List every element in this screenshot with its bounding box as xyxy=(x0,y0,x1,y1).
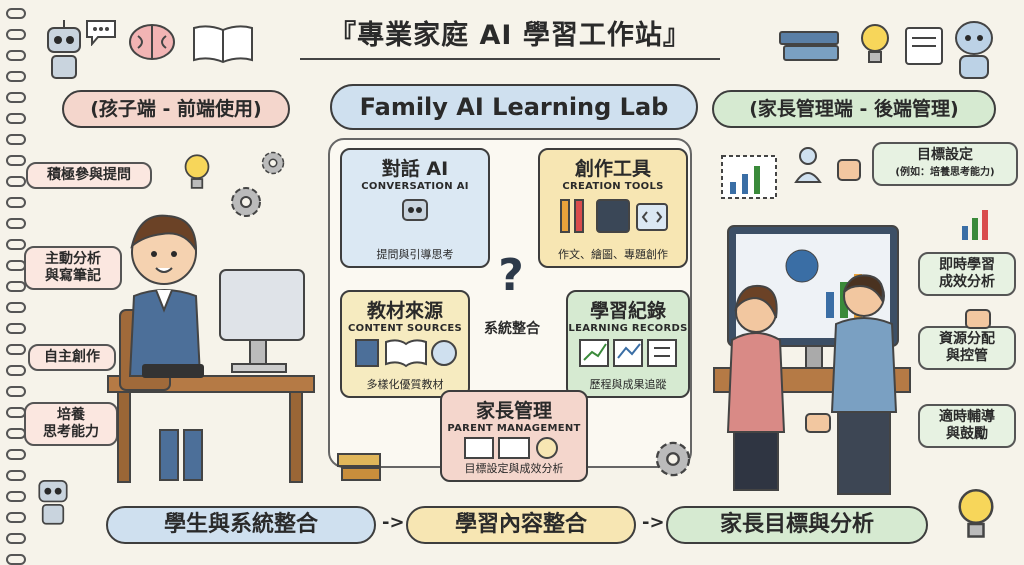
card-creation-tools: 創作工具 CREATION TOOLS 作文、繪圖、專題創作 xyxy=(538,148,688,268)
robot-icon xyxy=(955,21,993,79)
card-description: 歷程與成果追蹤 xyxy=(589,378,667,391)
card-description: 提問與引導思考 xyxy=(376,248,454,261)
card-subtitle: CREATION TOOLS xyxy=(562,181,664,192)
card-subtitle: PARENT MANAGEMENT xyxy=(447,423,581,434)
books-icon xyxy=(337,453,381,481)
thumbs-up-icon xyxy=(805,413,831,433)
speech-bubble-icon xyxy=(86,20,116,46)
card-title: 對話 AI xyxy=(381,158,449,180)
growth-chart-icon xyxy=(721,155,777,199)
card-description: 目標設定與成效分析 xyxy=(464,462,564,475)
card-title: 創作工具 xyxy=(574,158,651,180)
goal-setting-title: 目標設定 xyxy=(917,147,973,163)
goal-setting-note: 目標設定 (例如：培養思考能力) xyxy=(872,142,1018,186)
lightbulb-icon xyxy=(861,24,889,63)
dashboard-icon xyxy=(464,437,558,459)
page-title: 『專業家庭 AI 學習工作站』 xyxy=(329,20,691,51)
card-subtitle: CONVERSATION AI xyxy=(361,181,469,192)
flow-step-parent-goals: 家長目標與分析 xyxy=(666,506,928,544)
flow-arrow: -> xyxy=(642,512,665,533)
card-learning-records: 學習紀錄 LEARNING RECORDS 歷程與成果追蹤 xyxy=(566,290,690,398)
robot-icon xyxy=(47,20,81,79)
card-title: 家長管理 xyxy=(475,400,552,422)
user-thumbs-up-icon xyxy=(794,147,861,183)
bar-chart-icon xyxy=(962,210,988,240)
note-thinking-skills: 培養 思考能力 xyxy=(24,402,118,446)
books-icon xyxy=(779,31,839,61)
card-description: 多樣化優質教材 xyxy=(366,378,444,391)
card-content-sources: 教材來源 CONTENT SOURCES 多樣化優質教材 xyxy=(340,290,470,398)
card-subtitle: CONTENT SOURCES xyxy=(348,323,462,334)
books-and-globe-icon xyxy=(355,339,457,368)
gear-icon xyxy=(261,151,285,175)
system-integration-label: 系統整合 xyxy=(484,321,540,337)
thumbs-up-icon xyxy=(965,309,991,329)
child-side-label: (孩子端 - 前端使用) xyxy=(62,90,290,128)
card-conversation-ai: 對話 AI CONVERSATION AI 提問與引導思考 xyxy=(340,148,490,268)
charts-icon xyxy=(579,339,677,367)
open-book-icon xyxy=(193,25,253,64)
lightbulb-icon xyxy=(184,154,210,189)
student-at-computer-illustration xyxy=(107,214,315,483)
card-parent-management: 家長管理 PARENT MANAGEMENT 目標設定與成效分析 xyxy=(440,390,588,482)
note-realtime-analysis: 即時學習 成效分析 xyxy=(918,252,1016,296)
note-guidance: 適時輔導 與鼓勵 xyxy=(918,404,1016,448)
flow-arrow: -> xyxy=(382,512,405,533)
question-mark-icon: ? xyxy=(498,250,524,301)
card-subtitle: LEARNING RECORDS xyxy=(568,323,688,334)
goal-setting-detail: (例如：培養思考能力) xyxy=(895,167,995,178)
robot-icon xyxy=(38,480,68,525)
card-title: 學習紀錄 xyxy=(589,300,666,322)
gear-icon xyxy=(655,441,691,477)
brain-icon xyxy=(129,24,175,60)
notebook-spiral xyxy=(6,8,28,565)
note-resource-control: 資源分配 與控管 xyxy=(918,326,1016,370)
gear-icon xyxy=(231,187,261,217)
robot-icon xyxy=(402,199,428,221)
title-underline xyxy=(300,58,720,60)
parent-side-label: (家長管理端 - 後端管理) xyxy=(712,90,996,128)
note-analyze-notes: 主動分析 與寫筆記 xyxy=(24,246,122,290)
flow-step-student-integration: 學生與系統整合 xyxy=(106,506,376,544)
card-title: 教材來源 xyxy=(366,300,443,322)
card-description: 作文、繪圖、專題創作 xyxy=(558,248,668,261)
note-active-asking: 積極參與提問 xyxy=(26,162,152,189)
parents-at-monitor-illustration xyxy=(713,225,911,495)
flow-step-content-integration: 學習內容整合 xyxy=(406,506,636,544)
lab-name-label: Family AI Learning Lab xyxy=(330,84,698,130)
pencils-and-code-icon xyxy=(560,199,668,233)
notebook-icon xyxy=(905,27,943,65)
note-self-creation: 自主創作 xyxy=(28,344,116,371)
lightbulb-icon xyxy=(958,489,994,538)
